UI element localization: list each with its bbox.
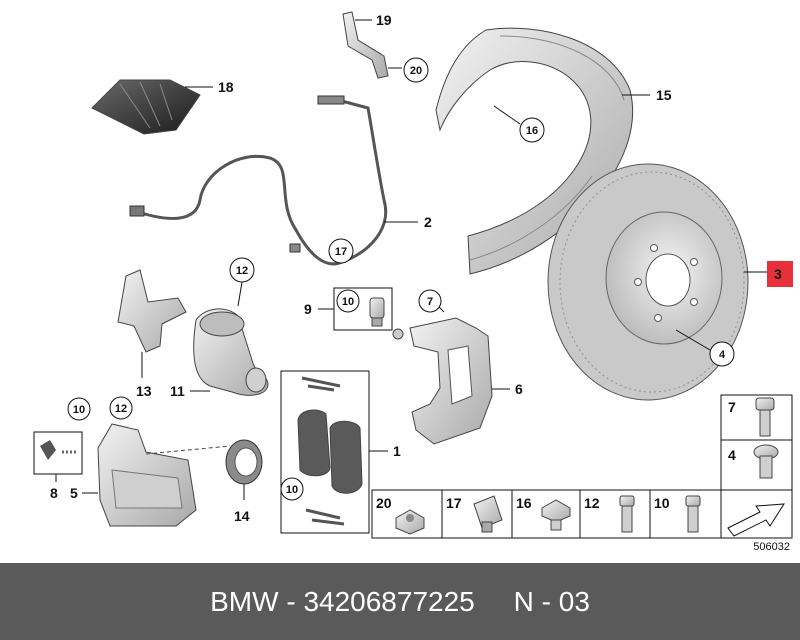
callout-6[interactable]: 6 [515, 381, 523, 397]
callout-19[interactable]: 19 [376, 12, 392, 28]
exploded-parts-diagram: 18 19 20 2 17 15 16 3 4 [33, 11, 793, 539]
part-5-caliper-housing[interactable] [97, 423, 231, 527]
fastener-7-bolt[interactable] [755, 397, 775, 437]
callout-17[interactable]: 17 [335, 246, 347, 258]
callout-circle-20 [403, 57, 429, 83]
part-18-boot[interactable] [91, 79, 201, 135]
callout-10a[interactable]: 10 [342, 296, 354, 308]
fastener-4-wheel-bolt[interactable] [753, 444, 779, 479]
callout-8[interactable]: 8 [50, 485, 58, 501]
grid-label-17[interactable]: 17 [446, 495, 462, 511]
callout-circle-12a [229, 257, 255, 283]
callout-14[interactable]: 14 [234, 508, 250, 524]
part-10-guide-bolt[interactable] [369, 297, 385, 327]
callout-15[interactable]: 15 [656, 87, 672, 103]
part-8-kit-frame [33, 431, 83, 475]
callout-4[interactable]: 4 [719, 349, 726, 361]
footer-gap [475, 586, 514, 617]
arrow-icon[interactable] [727, 503, 785, 537]
fastener-16-screw[interactable] [541, 499, 571, 531]
grid-label-7[interactable]: 7 [728, 399, 736, 415]
callout-11[interactable]: 11 [170, 383, 185, 399]
part-3-brake-disc[interactable] [547, 163, 749, 401]
part-15-dust-shield[interactable] [435, 27, 634, 275]
fastener-10-guide-bolt[interactable] [685, 495, 701, 533]
callout-circle-16 [519, 117, 545, 143]
callout-9[interactable]: 9 [304, 301, 312, 317]
footer-separator: - [278, 586, 304, 617]
callout-18[interactable]: 18 [218, 79, 234, 95]
callout-circle-10a [336, 289, 360, 313]
callout-5[interactable]: 5 [70, 485, 78, 501]
callout-circle-10b [280, 477, 304, 501]
callout-2[interactable]: 2 [424, 214, 432, 230]
fastener-20-nut[interactable] [395, 509, 425, 535]
callout-20[interactable]: 20 [410, 65, 422, 77]
callout-circle-7 [418, 289, 442, 313]
footer-text: BMW - 34206877225 N - 03 [0, 563, 800, 640]
callout-12b[interactable]: 12 [115, 403, 127, 415]
grid-label-16[interactable]: 16 [516, 495, 532, 511]
part-19-bracket[interactable] [342, 11, 389, 79]
callout-7[interactable]: 7 [427, 296, 433, 308]
part-8-bleed-screw[interactable] [40, 440, 76, 460]
grid-label-12[interactable]: 12 [584, 495, 600, 511]
footer-part-number: 34206877225 [303, 586, 475, 617]
callout-13[interactable]: 13 [136, 383, 152, 399]
part-2-wear-sensor[interactable] [129, 95, 388, 266]
callout-1[interactable]: 1 [393, 443, 401, 459]
fastener-17-clip[interactable] [473, 495, 503, 533]
footer-bar: BMW - 34206877225 N - 03 [0, 563, 800, 640]
callout-10b[interactable]: 10 [286, 484, 298, 496]
footer-page: N - 03 [513, 586, 590, 617]
part-1-brake-pads[interactable] [297, 376, 363, 526]
part-1-kit-frame [280, 370, 370, 534]
grid-label-20[interactable]: 20 [376, 495, 392, 511]
callout-16[interactable]: 16 [526, 125, 538, 137]
fastener-12-bolt[interactable] [619, 495, 635, 533]
grid-label-4[interactable]: 4 [728, 447, 736, 463]
callout-circle-12b [109, 396, 133, 420]
diagram-id-label: 506032 [753, 541, 790, 553]
callout-10c[interactable]: 10 [73, 404, 85, 416]
callout-3[interactable]: 3 [774, 266, 782, 282]
fastener-grid [371, 394, 793, 539]
callout-circle-4 [709, 341, 735, 367]
part-11-actuator-motor[interactable] [193, 308, 269, 396]
part-6-caliper-carrier[interactable] [392, 317, 493, 445]
part-14-seal-ring[interactable] [225, 439, 263, 485]
footer-brand: BMW [210, 586, 279, 617]
grid-label-10[interactable]: 10 [654, 495, 670, 511]
callout-12a[interactable]: 12 [236, 265, 248, 277]
callout-circle-17 [328, 238, 354, 264]
callout-3-highlight [767, 261, 793, 287]
part-13-line-bracket[interactable] [117, 269, 187, 353]
callout-circle-10c [67, 397, 91, 421]
